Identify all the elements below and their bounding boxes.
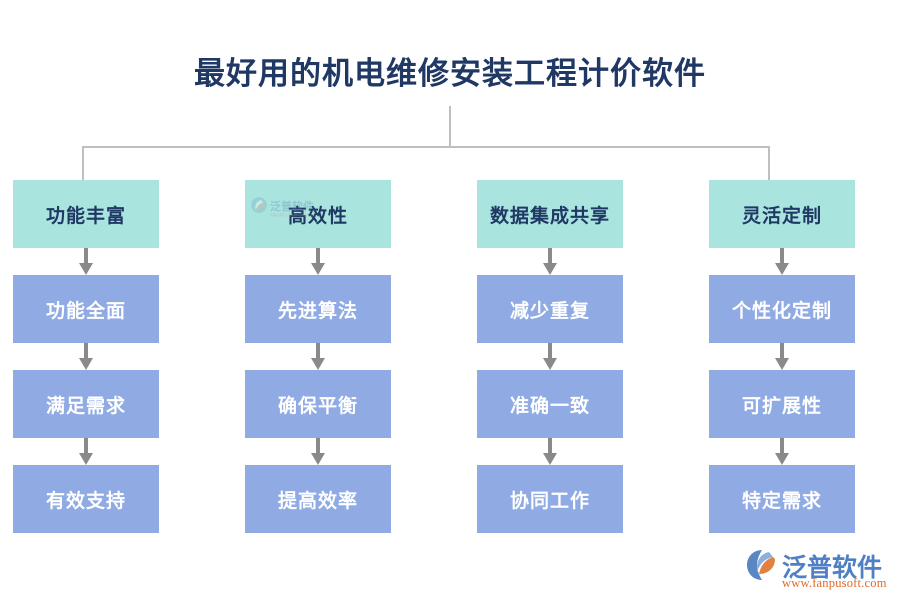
diagram-column-3: 数据集成共享 减少重复 准确一致 协同工作 [477,180,623,533]
node-item[interactable]: 先进算法 [245,275,391,343]
column-header-4[interactable]: 灵活定制 [709,180,855,248]
down-arrow-icon [477,438,623,465]
down-arrow-icon [709,438,855,465]
diagram-column-2: 高效性 先进算法 确保平衡 提高效率 [245,180,391,533]
node-item[interactable]: 满足需求 [13,370,159,438]
brand-logo: 泛普软件 www.fanpusoft.com [746,548,892,592]
connector-leg-right [768,146,770,180]
connector-horizontal [82,146,770,148]
node-item[interactable]: 功能全面 [13,275,159,343]
node-item[interactable]: 有效支持 [13,465,159,533]
fanpu-logo-icon [747,550,775,580]
node-item[interactable]: 提高效率 [245,465,391,533]
node-item[interactable]: 协同工作 [477,465,623,533]
down-arrow-icon [477,248,623,275]
down-arrow-icon [13,248,159,275]
page-title: 最好用的机电维修安装工程计价软件 [194,56,706,91]
column-header-1[interactable]: 功能丰富 [13,180,159,248]
node-item[interactable]: 减少重复 [477,275,623,343]
down-arrow-icon [477,343,623,370]
node-item[interactable]: 特定需求 [709,465,855,533]
down-arrow-icon [13,343,159,370]
down-arrow-icon [245,438,391,465]
down-arrow-icon [245,248,391,275]
diagram-column-4: 灵活定制 个性化定制 可扩展性 特定需求 [709,180,855,533]
node-item[interactable]: 确保平衡 [245,370,391,438]
column-header-3[interactable]: 数据集成共享 [477,180,623,248]
node-item[interactable]: 可扩展性 [709,370,855,438]
column-header-2[interactable]: 高效性 [245,180,391,248]
down-arrow-icon [709,248,855,275]
connector-stem [449,106,451,148]
down-arrow-icon [245,343,391,370]
node-item[interactable]: 个性化定制 [709,275,855,343]
brand-name: 泛普软件 [782,555,883,582]
diagram-column-1: 功能丰富 功能全面 满足需求 有效支持 [13,180,159,533]
down-arrow-icon [13,438,159,465]
connector-leg-left [82,146,84,180]
down-arrow-icon [709,343,855,370]
node-item[interactable]: 准确一致 [477,370,623,438]
brand-url: www.fanpusoft.com [782,576,887,590]
